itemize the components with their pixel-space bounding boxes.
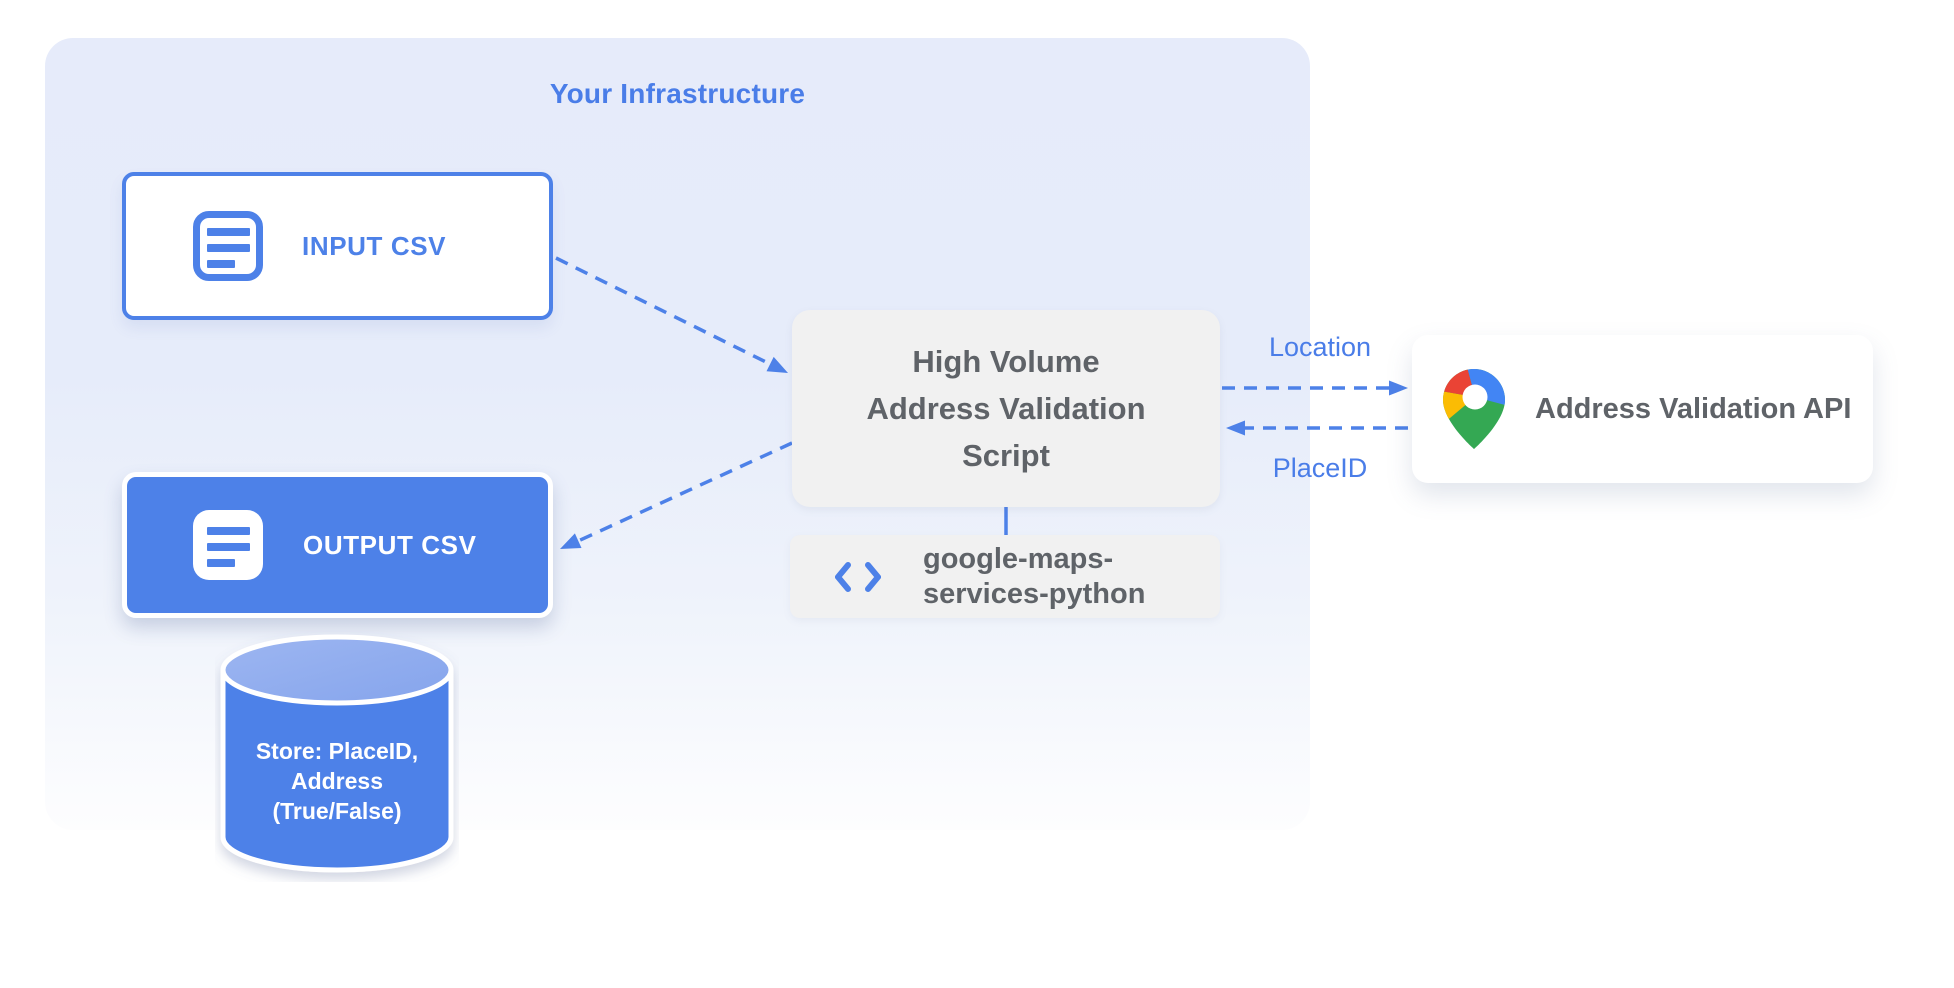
api-label: Address Validation API xyxy=(1535,392,1852,425)
database-cylinder-shape xyxy=(220,634,454,873)
csv-document-icon xyxy=(193,211,263,281)
output-csv-node: OUTPUT CSV xyxy=(122,472,553,618)
script-label: High Volume Address Validation Script xyxy=(866,344,1146,473)
library-node: google-maps- services-python xyxy=(790,535,1220,618)
datastore-cylinder: Store: PlaceID, Address (True/False) xyxy=(215,630,459,882)
csv-document-icon xyxy=(193,510,263,580)
google-maps-pin-icon xyxy=(1443,369,1505,449)
datastore-label: Store: PlaceID, Address (True/False) xyxy=(255,738,419,824)
input-csv-label: INPUT CSV xyxy=(302,230,447,261)
input-csv-node: INPUT CSV xyxy=(122,172,553,320)
output-csv-label: OUTPUT CSV xyxy=(303,529,477,560)
library-label: google-maps- services-python xyxy=(923,542,1146,610)
script-node: High Volume Address Validation Script xyxy=(792,310,1220,507)
code-icon xyxy=(835,561,881,592)
placeid-edge-label: PlaceID xyxy=(1272,453,1368,483)
infrastructure-title: Your Infrastructure xyxy=(549,78,806,109)
api-node: Address Validation API xyxy=(1412,335,1873,483)
location-edge-label: Location xyxy=(1268,332,1372,362)
